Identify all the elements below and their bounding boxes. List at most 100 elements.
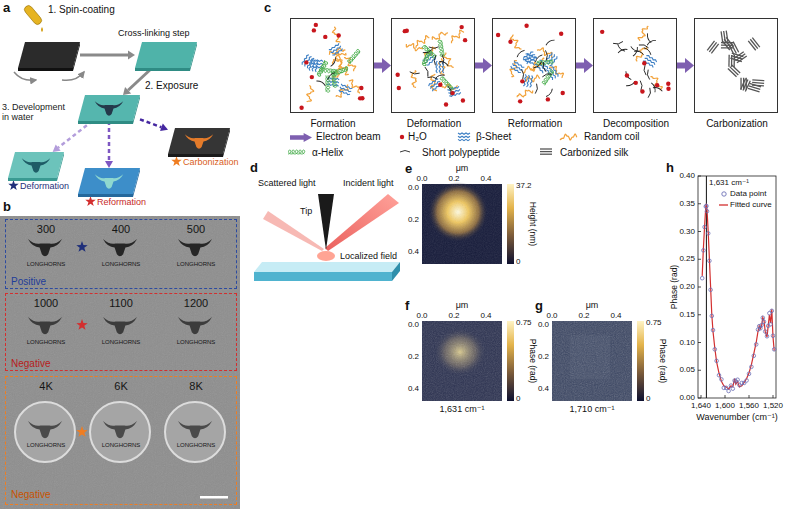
water-molecule [524,24,528,28]
square-edge [78,121,133,124]
random-coil [330,26,342,44]
process-arrow [80,51,135,60]
spin-arrows [14,72,84,80]
legend-text: Random coil [584,131,640,143]
legend-text: β-Sheet [476,131,511,143]
graphite-layer [731,55,733,67]
random-coil [413,35,431,48]
water-molecule [600,30,604,34]
peptide-line [327,72,335,80]
beta-strand [514,61,525,69]
peptide-line [647,70,650,80]
carbonized-silk [729,42,739,55]
water-molecule [640,89,644,93]
short-polypeptide [522,69,525,79]
connector-line [374,63,382,69]
coil-line [405,41,423,53]
data-point [708,259,712,263]
peptide-line [516,49,524,57]
water-molecule [314,23,318,27]
short-polypeptide [634,50,644,55]
stage-frame: Deformation [391,18,475,113]
helix-line [438,40,445,57]
beta-strand [527,75,530,87]
short-polypeptide [633,47,639,57]
development-arrow [140,119,168,131]
alpha-helix [542,69,555,85]
axis-tick-label: 0.4 [408,247,419,256]
dose-value: 4K [39,380,52,393]
data-point [715,359,719,363]
alpha-helix [438,40,445,57]
panel-letter: a [3,1,10,16]
axis-tick [698,342,701,343]
beta-strand [436,61,437,73]
peptide-line [646,39,655,45]
coil-line [413,35,431,48]
coil-line [516,87,533,100]
dashed-group-box: 4KLONGHORNS6KLONGHORNS8KLONGHORNSNegativ… [5,376,237,505]
peptide-line [522,69,525,79]
connector-line [677,63,685,69]
coil-line [448,29,465,44]
axis-tick-label: 0.35 [679,199,695,208]
beta-sheet [329,43,343,56]
graphite-layer [752,82,764,84]
water-molecule [463,38,467,42]
axis-unit: μm [456,300,469,310]
peptide-line [542,73,552,77]
data-point [720,378,724,382]
connector-line [80,54,128,57]
graphite-layer [707,41,714,51]
connector-line [475,63,483,69]
logo-icon [95,174,124,188]
carbonized-silk [752,80,764,86]
data-point [717,373,721,377]
carbonized-silk [540,149,552,154]
axis-tick-label: 0.20 [679,282,695,291]
short-polypeptide [534,62,543,69]
axis-tick [698,176,701,177]
colorbar-title: Phase (rad) [657,339,667,383]
axis-tick [698,398,701,399]
short-polypeptide [546,89,553,98]
beta-sheet [523,74,533,87]
part-label: Incident light [343,178,394,188]
beta-sheet [447,86,461,97]
short-polypeptide [327,72,335,80]
helix-line [542,69,555,85]
short-polypeptide [410,72,420,75]
data-point [731,387,735,391]
substrate-square: Reformation [78,168,140,194]
square-edge [8,178,57,181]
stage-caption: Reformation [508,118,562,130]
dose-value: 6K [114,380,127,393]
part-label: Localized field [340,251,397,261]
pipette [23,4,43,32]
dose-value: 1000 [34,297,58,310]
dose-value: 300 [37,223,55,236]
short-polypeptide [542,62,546,72]
tone-label: Negative [11,489,50,501]
data-point [710,314,714,318]
axis-tick-label: 0.0 [546,311,557,320]
carbonized-silk [707,41,718,54]
substrate-square: 2. Exposure [78,95,140,121]
graphite-layer [540,151,552,152]
panel-letter: b [3,200,11,215]
fitted-curve [702,204,774,389]
random-coil [635,45,648,62]
data-point [713,348,717,352]
short-polypeptide [644,47,652,55]
data-point [709,288,713,292]
axis-tick-label: 1,560 [739,401,759,410]
colorbar-label: 0 [516,394,520,403]
square-shape [168,128,230,154]
water-molecule [403,29,407,33]
carbonized-silk [741,79,751,92]
square-shape [8,152,64,178]
water-molecule [359,86,363,90]
coil-line [305,85,315,103]
short-polypeptide [613,41,623,44]
